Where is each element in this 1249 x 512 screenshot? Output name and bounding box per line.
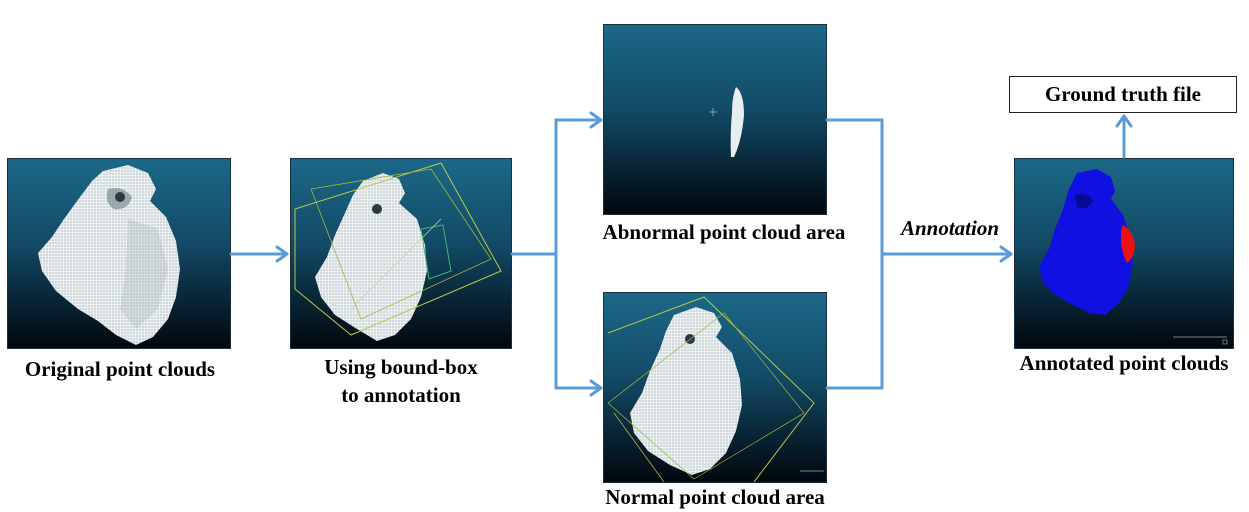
annotated-point-cloud-graphic (1039, 169, 1228, 345)
ground-truth-file-box: Ground truth file (1009, 76, 1237, 113)
bound-box-graphic (294, 162, 502, 341)
abnormal-area-image (604, 25, 826, 214)
annotated-point-cloud-image (1015, 159, 1233, 348)
bound-box-label-line2: to annotation (341, 383, 461, 407)
original-point-cloud-graphic (38, 165, 180, 345)
annotation-label: Annotation (900, 216, 1000, 240)
original-label: Original point clouds (24, 357, 216, 381)
normal-area-graphic (607, 296, 824, 482)
abnormal-label: Abnormal point cloud area (602, 220, 846, 244)
ground-truth-label: Ground truth file (1045, 82, 1201, 106)
normal-label: Normal point cloud area (605, 485, 825, 509)
bound-box-annotation-image (291, 159, 511, 348)
annotated-label: Annotated point clouds (1019, 351, 1229, 375)
normal-area-image (604, 293, 826, 482)
original-point-cloud-image (8, 159, 230, 348)
bound-box-label-line1: Using bound-box (324, 355, 478, 379)
abnormal-area-graphic (709, 87, 744, 157)
